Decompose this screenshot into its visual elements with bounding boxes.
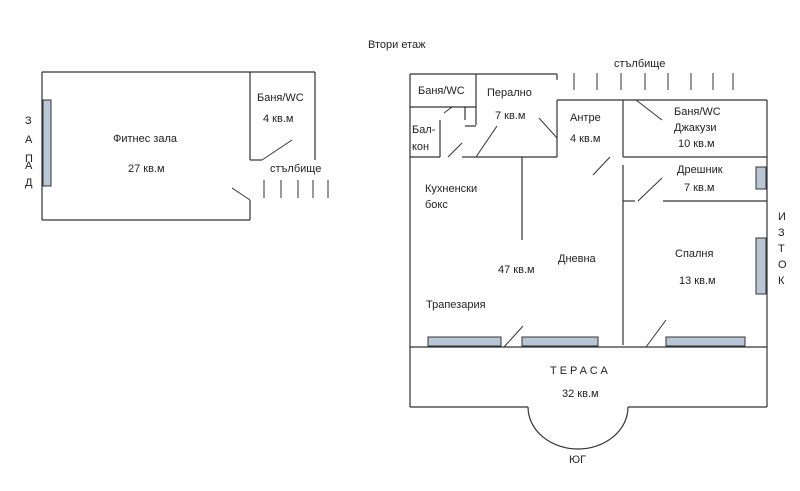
window-west [42,99,52,187]
window-terrace-1 [427,336,502,347]
room-name-bath-small: Баня/WC [418,85,465,97]
room-area-bedroom: 13 кв.м [679,275,716,287]
stairs-label-right: стълбище [614,58,665,70]
svg-text:А: А [25,160,33,172]
room-name-living: Дневна [558,253,597,265]
svg-text:И: И [778,211,786,223]
room-name-hall: Антре [570,112,601,124]
stairs-label-left: стълбище [270,163,321,175]
door-bath-small [443,106,453,114]
room-name-gym: Фитнес зала [113,133,178,145]
door-hall [592,156,611,176]
window-bedroom [755,237,767,295]
room-name-balcony-1: Бал- [412,124,436,136]
room-name-dining: Трапезария [426,299,486,311]
window-terrace-3 [665,336,746,347]
door-bath-left [261,139,293,161]
room-name-laundry: Перално [487,87,532,99]
window-wardrobe [755,166,767,190]
direction-west: З А П А Д [25,115,33,189]
room-area-terrace: 32 кв.м [562,388,599,400]
room-name-wardrobe: Дрешник [677,164,723,176]
door-laundry [475,125,498,158]
room-area-jacuzzi: 10 кв.м [678,138,715,150]
room-name-jacuzzi-1: Баня/WC [674,106,721,118]
room-area-gym: 27 кв.м [128,163,165,175]
door-laundry-right [538,117,558,139]
room-name-jacuzzi-2: Джакузи [674,122,717,134]
room-name-balcony-2: кон [412,141,429,153]
direction-east: И З Т О К [778,211,787,287]
svg-text:З: З [778,227,785,239]
svg-text:Д: Д [25,177,33,189]
room-area-living: 47 кв.м [498,264,535,276]
stairs-right [573,73,734,90]
door-wardrobe [637,177,663,202]
room-name-kitchen-2: бокс [425,199,448,211]
room-name-bath-left: Баня/WC [257,92,304,104]
room-area-hall: 4 кв.м [570,133,600,145]
door-balcony [447,142,463,158]
terrace-bay [527,406,629,450]
door-bedroom [645,319,667,348]
svg-text:А: А [25,134,33,146]
door-jacuzzi [635,99,663,121]
room-name-bedroom: Спалня [675,248,714,260]
svg-text:З: З [25,115,32,127]
room-area-bath-left: 4 кв.м [263,113,293,125]
room-area-laundry: 7 кв.м [495,110,525,122]
room-name-kitchen-1: Кухненски [425,183,477,195]
svg-text:К: К [778,275,785,287]
svg-text:П: П [25,153,33,165]
svg-text:О: О [778,259,787,271]
left-building: Фитнес зала 27 кв.м Баня/WC 4 кв.м стълб… [41,71,329,221]
door-dining [503,325,524,348]
floor-title: Втори етаж [368,39,426,51]
direction-south: ЮГ [569,454,586,466]
right-building: стълбище Баня/WC Перално 7 кв.м Бал- кон… [409,58,768,450]
room-name-terrace: ТЕРАСА [550,365,611,377]
window-terrace-2 [521,336,599,347]
door-gym-entry [231,187,251,201]
stairs-left [263,180,329,198]
room-area-wardrobe: 7 кв.м [684,182,714,194]
svg-text:Т: Т [778,243,785,255]
